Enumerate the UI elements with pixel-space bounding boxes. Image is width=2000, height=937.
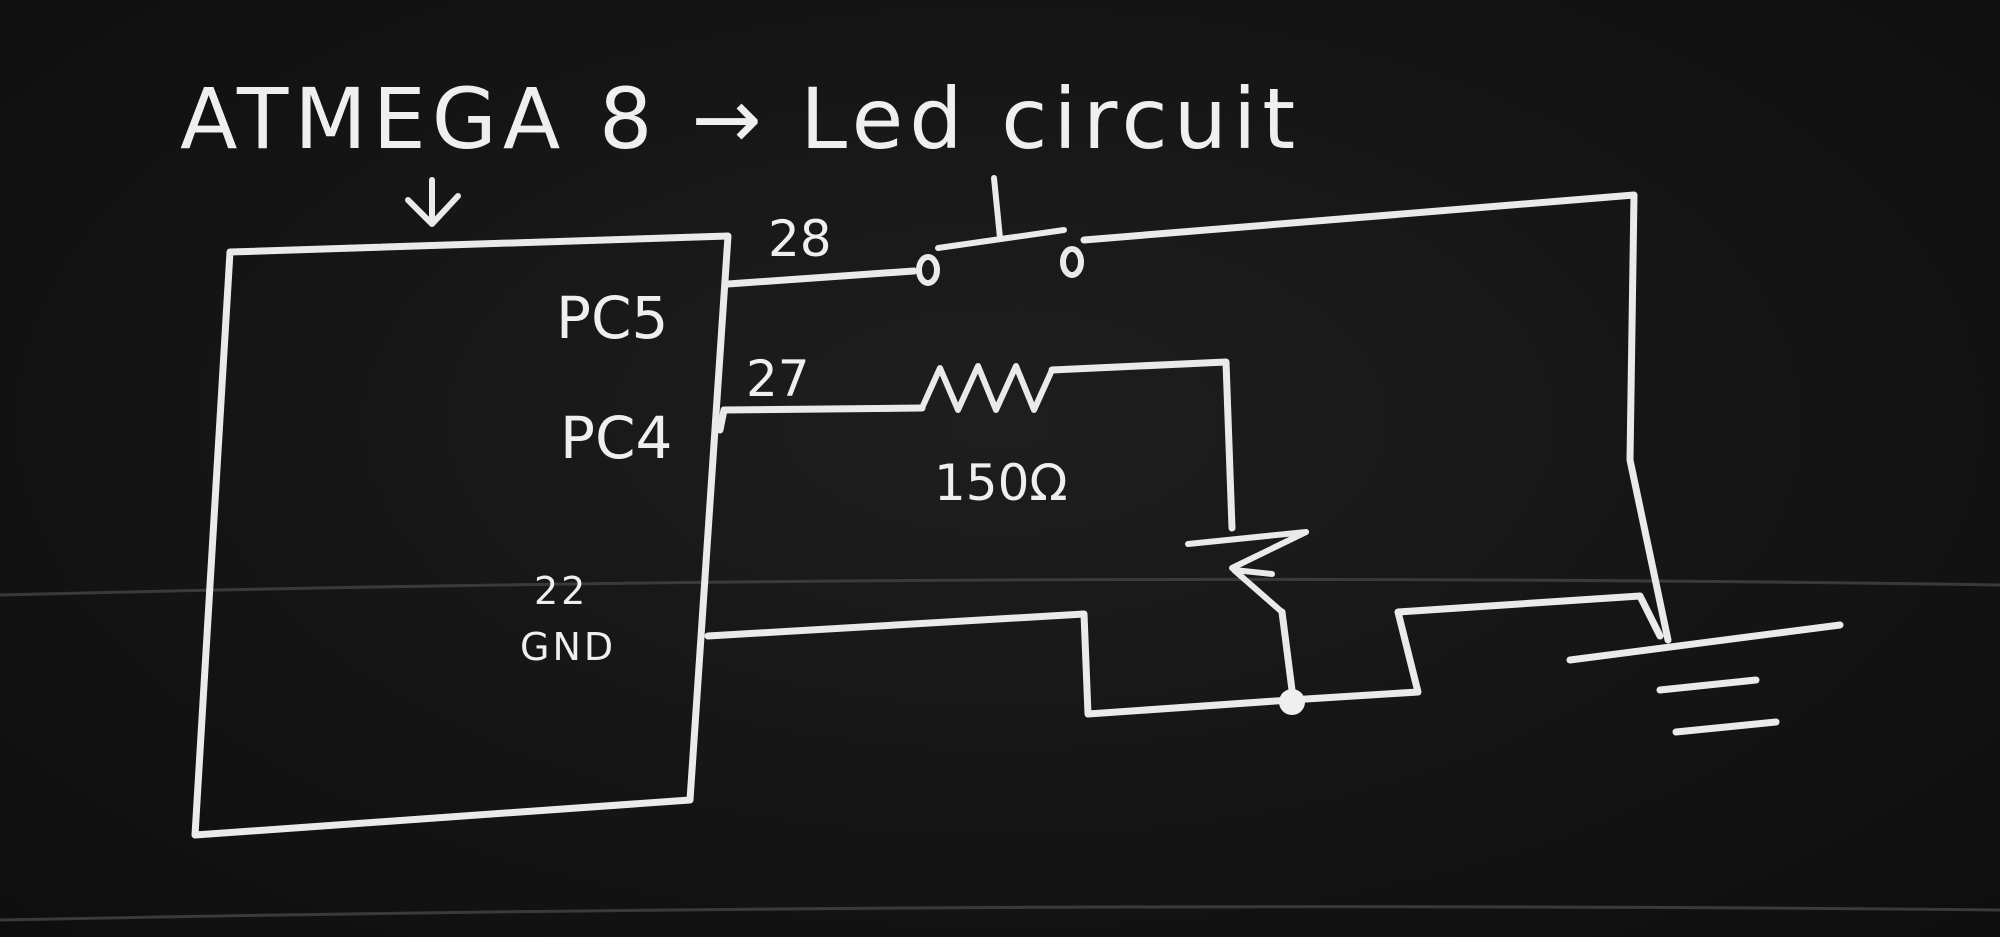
board-crease [0,905,2000,922]
wire-resistor-to-led [1048,358,1236,532]
diagram-title: ATMEGA 8 → Led circuit [180,70,1301,168]
wire-pc4 [716,404,926,434]
junction-dot [1279,689,1305,715]
pin-number-22: 22 [534,569,588,613]
pin-number-27: 27 [746,350,810,408]
led-icon [1185,529,1309,694]
pin-label-gnd: GND [520,625,616,669]
resistor-value: 150Ω [934,454,1068,512]
push-button-icon [916,175,1084,286]
board-crease [0,577,2000,597]
ground-icon [1566,621,1844,736]
wire-pc5 [724,267,918,288]
wire-gnd [704,592,1664,718]
wire-button-to-ground [1080,191,1672,644]
pin-label-pc4: PC4 [560,404,672,472]
resistor-icon [919,363,1055,413]
pin-label-pc5: PC5 [556,284,668,352]
atmega-chip [191,232,732,839]
arrow-down-icon [405,177,461,227]
pin-number-28: 28 [768,210,832,268]
